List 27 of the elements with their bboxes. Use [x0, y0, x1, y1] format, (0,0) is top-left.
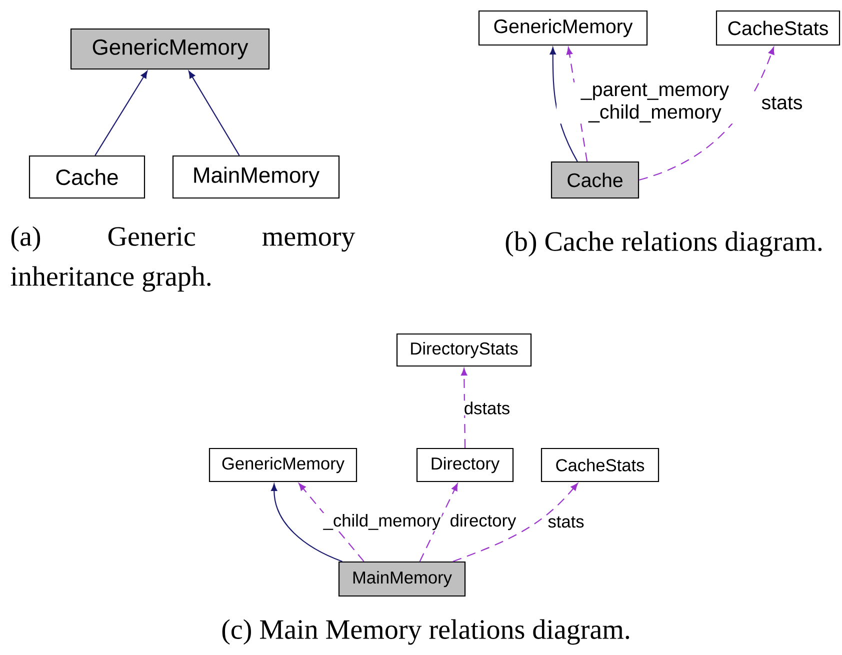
arrow — [461, 368, 468, 448]
class-box: DirectoryStats — [396, 333, 532, 367]
edge-label: directory — [448, 512, 518, 532]
class-box: CacheStats — [540, 448, 660, 482]
arrow — [188, 70, 240, 156]
class-box: GenericMemory — [208, 448, 358, 482]
figure-caption: (b) Cache relations diagram. — [506, 231, 822, 257]
edge-label: _parent_memory _child_memory — [556, 82, 754, 124]
class-box: GenericMemory — [478, 10, 648, 46]
class-box: Directory — [416, 448, 514, 482]
class-box: CacheStats — [716, 10, 840, 46]
class-box: Cache — [550, 161, 640, 199]
class-box: MainMemory — [338, 561, 466, 597]
edge-label: stats — [760, 96, 804, 110]
class-box: MainMemory — [172, 155, 340, 199]
arrow — [94, 70, 148, 156]
edge-label: stats — [546, 515, 586, 529]
edge-label: _child_memory — [322, 512, 442, 532]
edge-label: dstats — [462, 400, 512, 416]
arrow — [452, 483, 578, 562]
class-box: Cache — [28, 155, 146, 199]
arrow — [298, 483, 364, 562]
figure-caption: (c) Main Memory relations diagram. — [222, 619, 630, 645]
arrow — [271, 484, 342, 562]
arrow — [419, 483, 458, 562]
class-box: GenericMemory — [70, 28, 270, 70]
figure-caption: (a) Generic memory inheritance graph. — [10, 226, 356, 292]
